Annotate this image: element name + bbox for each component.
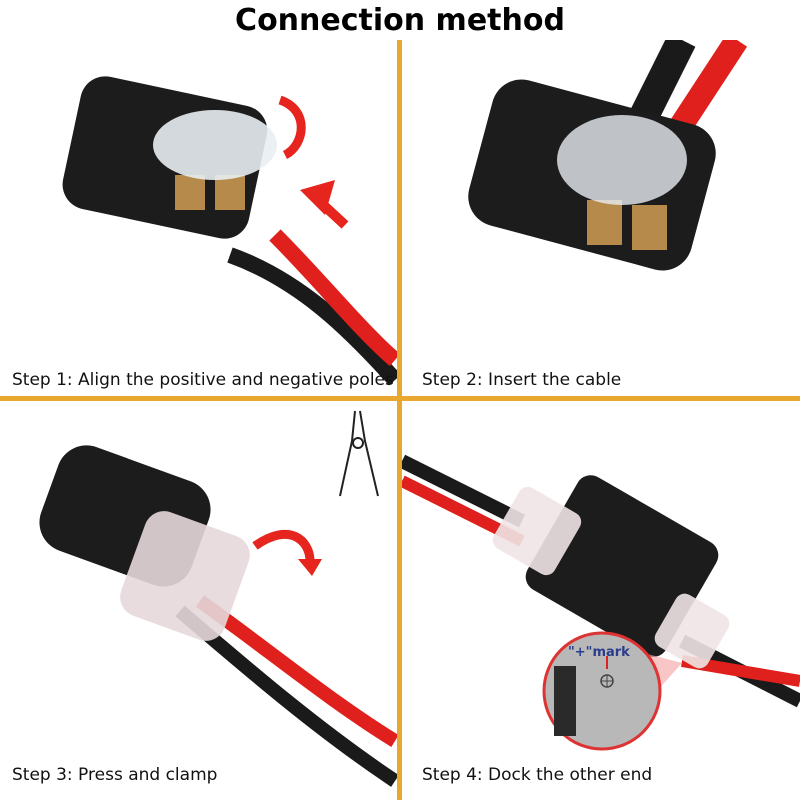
terminal-right (215, 175, 245, 210)
horizontal-divider (0, 396, 800, 401)
step-2-caption: Step 2: Insert the cable (422, 370, 622, 390)
step-2-illustration (468, 40, 748, 271)
step-4-caption: Step 4: Dock the other end (422, 765, 653, 785)
clear-cap-left (492, 486, 582, 576)
step-4-illustration (402, 454, 800, 751)
rotate-arrow-icon (278, 95, 306, 160)
red-wire (195, 595, 397, 747)
red-wire (269, 229, 397, 367)
terminal-right (632, 205, 667, 250)
step-3-caption: Step 3: Press and clamp (12, 765, 218, 785)
terminal-left (587, 200, 622, 245)
step-3-illustration (39, 410, 397, 787)
step-2-panel: Step 2: Insert the cable (402, 40, 800, 396)
step-1-illustration (62, 76, 397, 386)
clear-cap-right (654, 593, 730, 669)
clear-cap (120, 511, 250, 641)
step-3-panel: Step 3: Press and clamp (0, 401, 397, 800)
terminal-left (175, 175, 205, 210)
step-1-caption: Step 1: Align the positive and negative … (12, 370, 394, 390)
step-4-panel: Step 4: Dock the other end (402, 401, 800, 800)
clear-cap (153, 110, 277, 180)
pliers-icon (339, 410, 379, 497)
step-1-panel: Step 1: Align the positive and negative … (0, 40, 397, 396)
rotate-arrow-icon (252, 529, 315, 562)
black-wire-left (402, 454, 526, 528)
vertical-divider (397, 40, 402, 800)
page-title: Connection method (235, 3, 565, 38)
black-wire (227, 247, 397, 386)
clear-cap (557, 115, 687, 205)
plus-mark-label: "+"mark (568, 645, 630, 660)
